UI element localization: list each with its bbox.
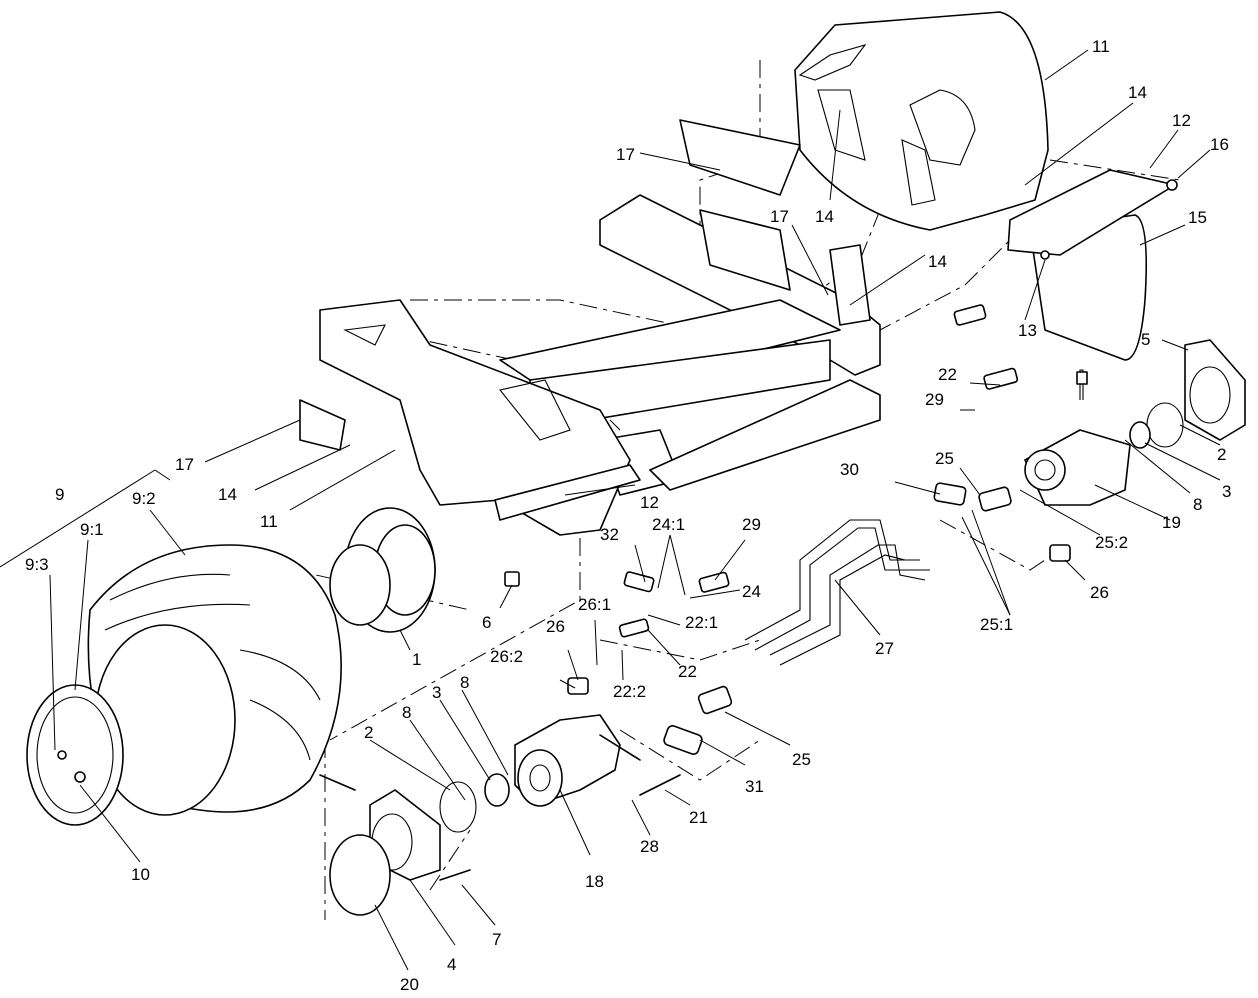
callout-26-1: 26:1 <box>578 595 611 614</box>
callout-1: 1 <box>412 650 421 669</box>
callout-labels: 11 14 12 16 15 13 17 14 17 14 5 22 29 2 … <box>25 37 1231 994</box>
housing-right <box>1184 339 1246 441</box>
callout-26-right: 26 <box>1090 583 1109 602</box>
callout-19: 19 <box>1162 513 1181 532</box>
callout-10: 10 <box>131 865 150 884</box>
callout-14-lower: 14 <box>218 485 237 504</box>
callout-22-1: 22:1 <box>685 613 718 632</box>
callout-12-lower: 12 <box>640 493 659 512</box>
fender-left <box>299 299 641 536</box>
callout-25-1: 25:1 <box>980 615 1013 634</box>
callout-29-lower: 29 <box>742 515 761 534</box>
callout-2-right: 2 <box>1217 445 1226 464</box>
callout-9-1: 9:1 <box>80 520 104 539</box>
callout-15: 15 <box>1188 208 1207 227</box>
leader-lines <box>0 49 1221 971</box>
callout-22-lower: 22 <box>678 662 697 681</box>
callout-20: 20 <box>400 975 419 994</box>
callout-3-lower: 3 <box>432 683 441 702</box>
callout-26-2: 26:2 <box>490 647 523 666</box>
callout-30: 30 <box>840 460 859 479</box>
callout-9-3: 9:3 <box>25 555 49 574</box>
callout-11-upper: 11 <box>1092 37 1110 56</box>
callout-2-lower: 2 <box>364 723 373 742</box>
oring-right <box>1146 402 1184 448</box>
motor-right <box>1024 369 1131 506</box>
callout-9-2: 9:2 <box>132 489 156 508</box>
callout-8-lower-right: 8 <box>460 673 469 692</box>
callout-25-lower: 25 <box>792 750 811 769</box>
wheel-hub <box>329 507 436 633</box>
callout-12-upper: 12 <box>1172 111 1191 130</box>
callout-8-right: 8 <box>1193 495 1202 514</box>
callout-9: 9 <box>55 485 64 504</box>
callout-17-lower: 17 <box>175 455 194 474</box>
callout-25-2: 25:2 <box>1095 533 1128 552</box>
callout-32: 32 <box>600 525 619 544</box>
callout-24-1: 24:1 <box>652 515 685 534</box>
callout-4: 4 <box>447 955 456 974</box>
hydraulic-tubes <box>744 519 930 666</box>
callout-6: 6 <box>482 613 491 632</box>
callout-26-middle: 26 <box>546 617 565 636</box>
fittings <box>504 304 1071 755</box>
tire-assembly <box>26 544 342 826</box>
callout-11-lower: 11 <box>260 512 278 531</box>
callout-17-middle: 17 <box>770 207 789 226</box>
callout-14-fender: 14 <box>815 207 834 226</box>
callout-31: 31 <box>745 777 764 796</box>
callout-29-upper: 29 <box>925 390 944 409</box>
motor-lower <box>514 714 621 807</box>
callout-14-upper-right: 14 <box>1128 83 1147 102</box>
callout-28: 28 <box>640 837 659 856</box>
cover-plate <box>329 834 391 916</box>
callout-17-upper: 17 <box>616 145 635 164</box>
coupler-right <box>1129 421 1151 449</box>
bolts <box>319 734 681 881</box>
callout-24: 24 <box>742 582 761 601</box>
callout-7: 7 <box>492 930 501 949</box>
callout-13: 13 <box>1018 321 1037 340</box>
main-frame <box>499 119 881 496</box>
callout-27: 27 <box>875 639 894 658</box>
fender-right <box>794 11 1049 231</box>
callout-5: 5 <box>1141 330 1150 349</box>
oring-lower <box>439 781 477 833</box>
callout-21: 21 <box>689 808 708 827</box>
callout-8-lower-left: 8 <box>402 703 411 722</box>
callout-16: 16 <box>1210 135 1229 154</box>
callout-22-2: 22:2 <box>613 682 646 701</box>
bolt-16-icon <box>1166 179 1178 191</box>
callout-14-frame: 14 <box>928 252 947 271</box>
callout-3-right: 3 <box>1222 482 1231 501</box>
callout-18: 18 <box>585 872 604 891</box>
coupler-lower <box>484 773 510 807</box>
callout-25-upper: 25 <box>935 449 954 468</box>
callout-22-upper: 22 <box>938 365 957 384</box>
